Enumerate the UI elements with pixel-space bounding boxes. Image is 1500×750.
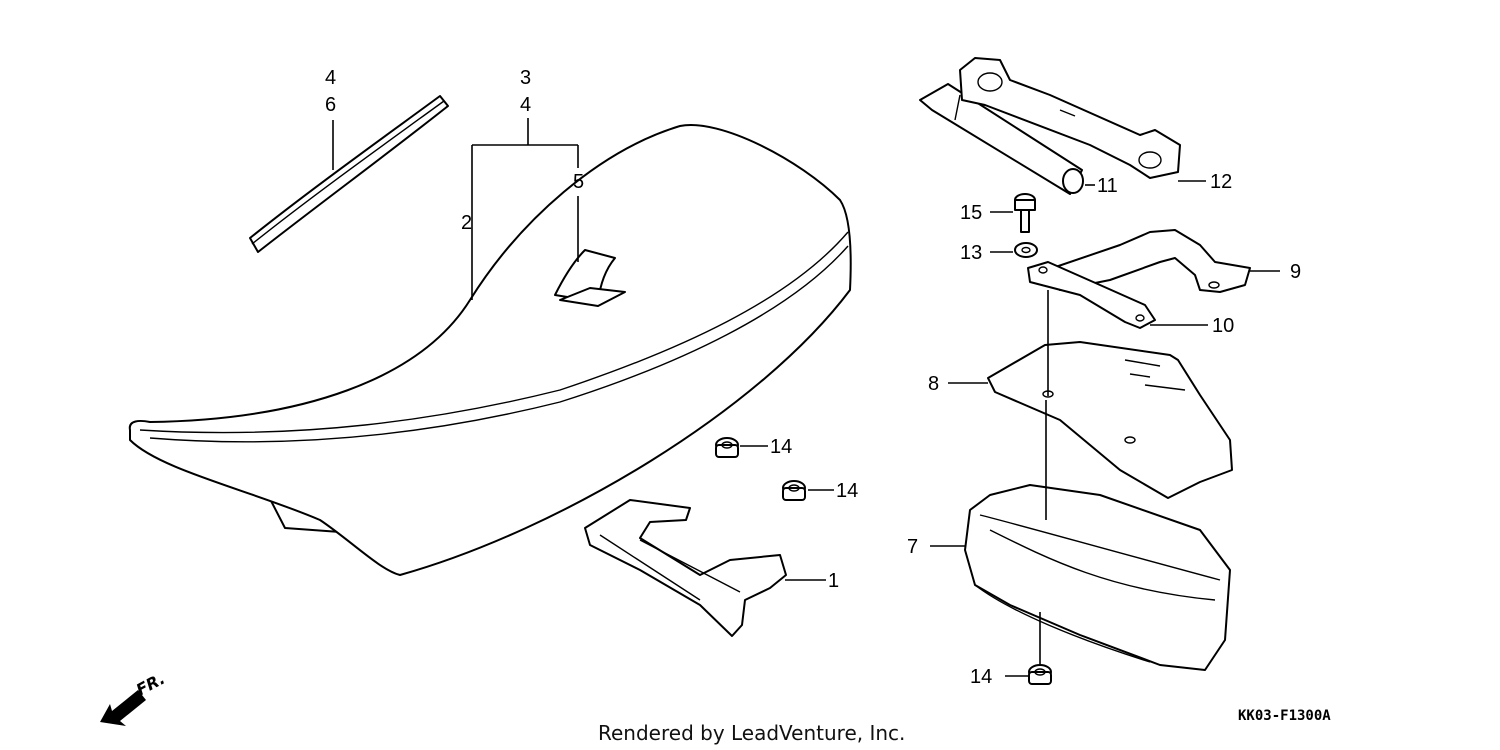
tool-holder-plate [1027,261,1156,329]
callout-7: 7 [907,536,918,558]
callout-1: 1 [828,570,839,592]
callout-8: 8 [928,373,939,395]
callout-11: 11 [1097,175,1118,197]
callout-12: 12 [1210,171,1232,193]
diagram-code: KK03-F1300A [1238,708,1331,724]
callout-13: 13 [960,242,982,264]
callout-2: 2 [461,212,472,234]
tool-tray-cover [987,341,1233,499]
nut-b [782,480,806,501]
seat-bracket [584,499,787,637]
callout-14-b: 14 [836,480,858,502]
bolt [1014,193,1036,233]
callout-4-seat: 4 [520,94,531,116]
tool-holder-band [1031,229,1251,293]
callout-5: 5 [573,171,584,193]
callout-6: 6 [325,94,336,116]
callout-14-a: 14 [770,436,792,458]
tool-extension-bar [919,83,1084,195]
seat-assembly [128,124,852,576]
callout-10: 10 [1212,315,1234,337]
nut-a [715,437,739,458]
washer [1014,242,1038,258]
credit-text: Rendered by LeadVenture, Inc. [598,721,905,745]
tool-tray [964,484,1231,671]
tool-wrench [959,57,1181,179]
front-direction-arrow-icon [100,690,146,726]
callout-14-c: 14 [970,666,992,688]
seat-trim-strip [249,95,449,253]
callout-15: 15 [960,202,982,224]
callout-4-strip: 4 [325,67,336,89]
callout-3: 3 [520,67,531,89]
nut-c [1028,664,1052,685]
callout-9: 9 [1290,261,1301,283]
